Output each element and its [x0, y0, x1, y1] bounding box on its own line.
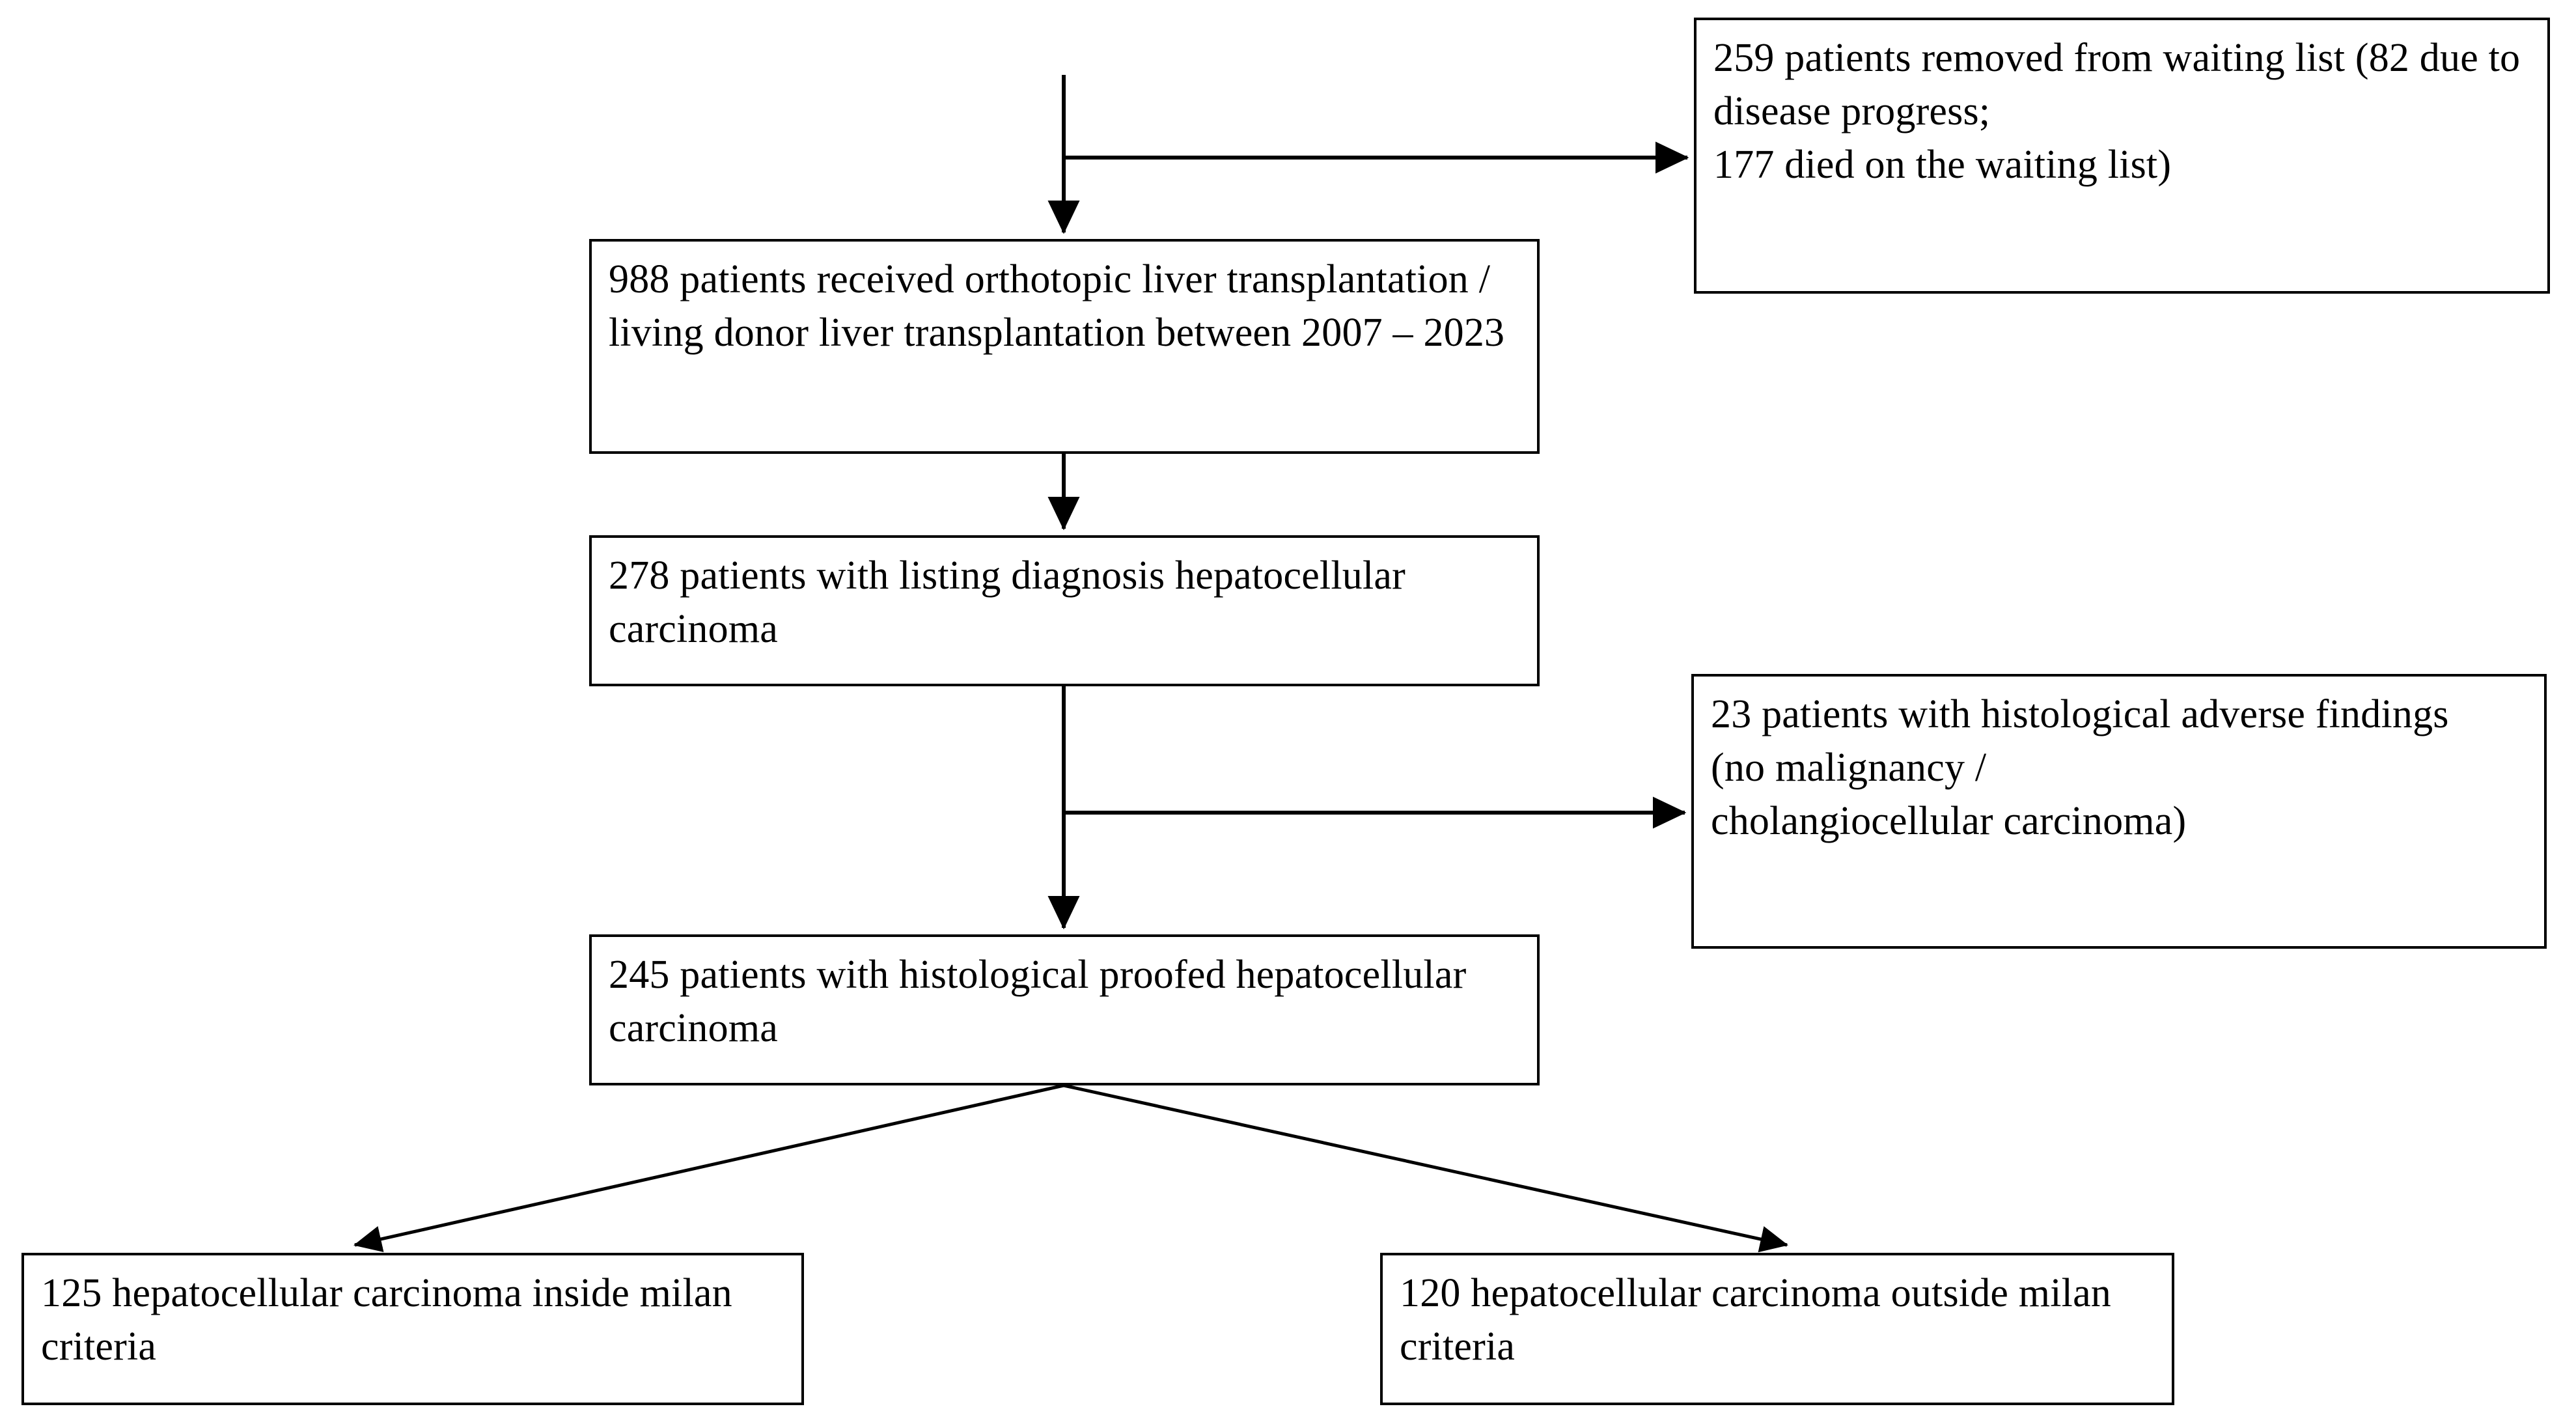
node-245-histological-proofed-hcc: 245 patients with histological proofed h…: [589, 934, 1540, 1085]
node-125-inside-milan-criteria: 125 hepatocellular carcinoma inside mila…: [21, 1253, 804, 1405]
node-278-listing-diagnosis-hcc: 278 patients with listing diagnosis hepa…: [589, 535, 1540, 686]
node-988-otlt-ldlt: 988 patients received orthotopic liver t…: [589, 239, 1540, 454]
connector-proofed-to-outside-milan: [1063, 1083, 1788, 1253]
connector-proofed-to-inside-milan: [353, 1083, 1064, 1253]
node-120-outside-milan-criteria: 120 hepatocellular carcinoma outside mil…: [1380, 1253, 2174, 1405]
node-23-histological-adverse-findings: 23 patients with histological adverse fi…: [1691, 674, 2547, 949]
node-259-removed-from-waiting-list: 259 patients removed from waiting list (…: [1694, 18, 2550, 294]
